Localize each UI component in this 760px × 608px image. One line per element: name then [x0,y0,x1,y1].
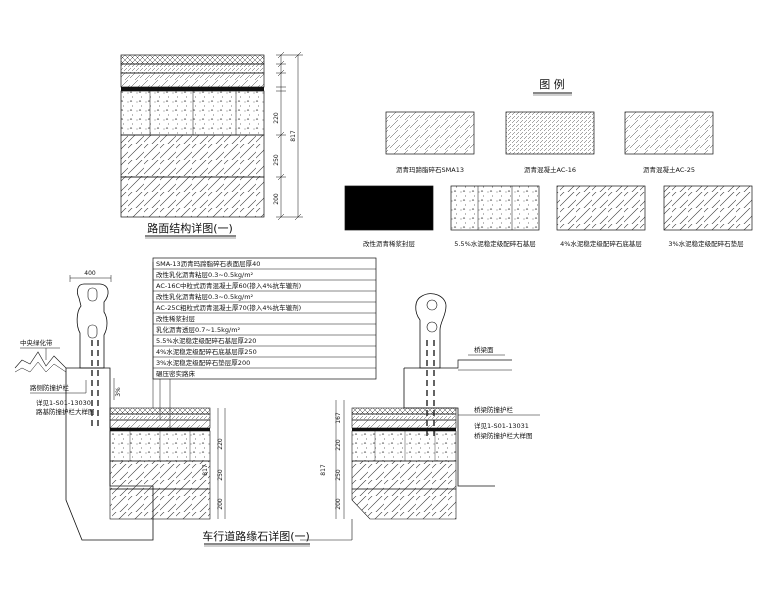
legend-item-ac16: 沥青混凝土AC-16 [505,111,595,174]
legend-label-cement-3: 3%水泥稳定级配碎石垫层 [668,239,744,248]
section-title: 路面结构详图(一) [147,221,233,235]
right-total-dim: 817 [320,464,327,476]
section-dim-3: 200 [273,193,280,205]
right-callout-line-3: 桥梁防撞护栏大样图 [474,431,533,440]
right-dim-3: 250 [335,469,342,481]
curb-detail: SMA-13沥青玛蹄脂碎石表面层厚40 改性乳化沥青粘层0.3~0.5kg/m²… [14,257,540,547]
legend: 图 例 沥青玛蹄脂碎石SMA13 沥青混凝土AC-16 沥青混凝土AC-25 改… [344,77,753,248]
left-dim-2: 250 [217,469,224,481]
note-line-9: 4%水泥稳定级配碎石底基层厚250 [156,347,257,356]
legend-item-cement-5-5: 5.5%水泥稳定级配碎石基层 [450,185,540,248]
legend-label-ac16: 沥青混凝土AC-16 [524,165,576,174]
legend-label-cement-5-5: 5.5%水泥稳定级配碎石基层 [454,239,536,248]
right-callout-line-1: 桥梁防撞护栏 [474,405,514,414]
note-line-4: 改性乳化沥青粘层0.3~0.5kg/m² [156,292,254,301]
left-small-dim: 3% [115,387,122,397]
note-line-6: 改性稀浆封层 [156,314,196,323]
right-pavement-section: 167 220 250 200 817 [300,400,457,541]
pavement-section-detail: 220 250 200 817 路面结构详图(一) [120,51,303,239]
right-dim-2: 220 [335,439,342,451]
note-line-7: 乳化沥青透层0.7~1.5kg/m² [156,325,241,334]
note-line-10: 3%水泥稳定级配碎石垫层厚200 [156,358,250,367]
left-total-dim: 817 [202,464,209,476]
legend-label-ac25: 沥青混凝土AC-25 [643,165,695,174]
right-dim-1: 167 [335,412,342,424]
note-line-5: AC-25C粗粒式沥青混凝土厚70(掺入4%抗车辙剂) [156,303,301,312]
layer-notes-table: SMA-13沥青玛蹄脂碎石表面层厚40 改性乳化沥青粘层0.3~0.5kg/m²… [152,257,377,430]
legend-title: 图 例 [539,77,565,91]
left-barrier: 400 中央绿化带 3% 路侧防撞护栏 详见1-S01-13030 路基防撞护栏… [14,270,154,541]
note-line-8: 5.5%水泥稳定级配碎石基层厚220 [156,336,256,345]
note-line-3: AC-16C中粒式沥青混凝土厚60(掺入4%抗车辙剂) [156,281,301,290]
left-callout-line-3: 路基防撞护栏大样图 [36,407,95,416]
barrier-width-dim: 400 [84,270,96,277]
deck-label: 桥梁面 [474,345,494,354]
section-dim-2: 250 [273,154,280,166]
legend-label-sma13: 沥青玛蹄脂碎石SMA13 [396,165,464,174]
left-callout-line-1: 路侧防撞护栏 [30,383,70,392]
legend-item-cement-4: 4%水泥稳定级配碎石底基层 [556,185,646,248]
note-line-2: 改性乳化沥青粘层0.3~0.5kg/m² [156,270,254,279]
median-label: 中央绿化带 [20,338,53,347]
legend-item-cement-3: 3%水泥稳定级配碎石垫层 [663,185,753,248]
right-callout-line-2: 详见1-S01-13031 [474,421,529,430]
legend-label-cement-4: 4%水泥稳定级配碎石底基层 [560,239,642,248]
section-total-dim: 817 [290,130,297,142]
left-callout-line-2: 详见1-S01-13030 [36,398,91,407]
right-dim-4: 200 [335,498,342,510]
section-dim-1: 220 [273,112,280,124]
legend-label-slurry-seal: 改性沥青稀浆封层 [363,239,416,248]
legend-item-sma13: 沥青玛蹄脂碎石SMA13 [385,111,475,174]
left-dim-1: 220 [217,438,224,450]
note-line-11: 碾压密实路床 [156,369,196,378]
left-pavement-section: 220 250 200 817 [109,407,226,520]
left-dim-3: 200 [217,498,224,510]
note-line-1: SMA-13沥青玛蹄脂碎石表面层厚40 [156,259,260,268]
curb-detail-title: 车行道路缘石详图(一) [202,529,310,543]
legend-item-ac25: 沥青混凝土AC-25 [624,111,714,174]
legend-item-slurry-seal: 改性沥青稀浆封层 [344,185,434,248]
